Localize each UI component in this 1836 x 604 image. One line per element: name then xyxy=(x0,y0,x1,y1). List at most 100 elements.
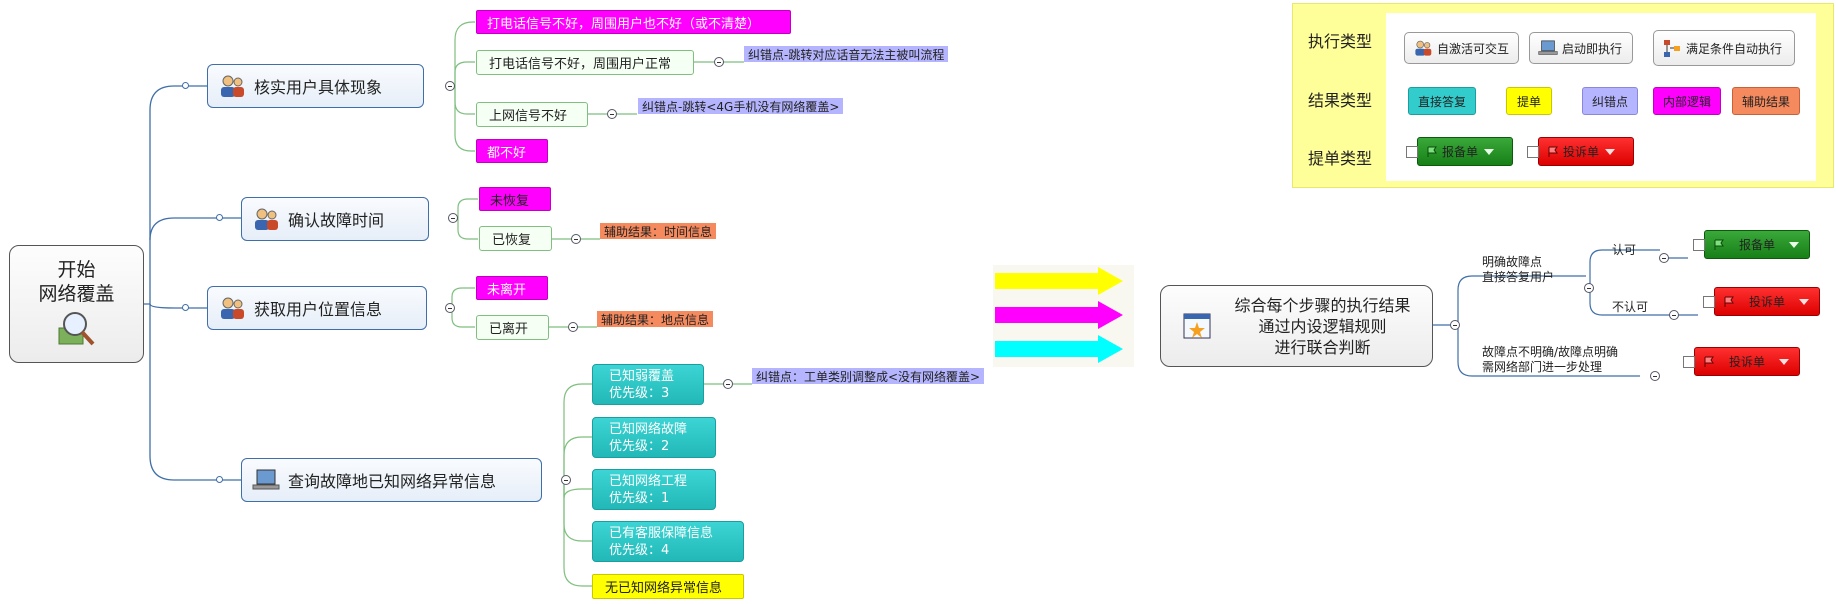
legend-ticket-report[interactable]: 报备单 xyxy=(1406,137,1513,166)
legend-result-ticket: 提单 xyxy=(1506,87,1552,115)
reject-label: 不认可 xyxy=(1612,300,1649,314)
collapse-toggle[interactable] xyxy=(1669,310,1679,320)
red-flag-icon xyxy=(1724,296,1734,307)
item-text: 已知网络故障 xyxy=(609,421,688,437)
legend-text: 纠错点 xyxy=(1591,94,1628,109)
dropdown-arrow-icon[interactable] xyxy=(1799,298,1810,305)
legend-exec-label: 执行类型 xyxy=(1308,32,1373,51)
branch-user-location[interactable]: 获取用户位置信息 xyxy=(207,286,427,330)
branch-title: 查询故障地已知网络异常信息 xyxy=(288,472,497,491)
legend-exec-conditional[interactable]: 满足条件自动执行 xyxy=(1653,30,1795,66)
dropdown-arrow-icon[interactable] xyxy=(1779,358,1790,365)
red-flag-icon xyxy=(1548,146,1558,157)
collapse-toggle[interactable] xyxy=(561,475,571,485)
ticket-text: 投诉单 xyxy=(1729,355,1766,369)
item-service-guarantee[interactable]: 已有客服保障信息 优先级：4 xyxy=(592,521,744,562)
branch-title: 获取用户位置信息 xyxy=(254,300,383,319)
star-window-icon xyxy=(1183,313,1211,339)
label-line: 直接答复用户 xyxy=(1482,270,1555,284)
collapse-toggle[interactable] xyxy=(1650,371,1660,381)
item-text: 未离开 xyxy=(487,282,527,298)
ticket-checkbox[interactable] xyxy=(1693,238,1705,251)
report-ticket-accept[interactable]: 报备单 xyxy=(1693,230,1810,259)
complaint-ticket-further[interactable]: 投诉单 xyxy=(1683,347,1800,376)
complaint-ticket-reject[interactable]: 投诉单 xyxy=(1703,287,1820,316)
auxiliary-label: 辅助结果：时间信息 xyxy=(600,223,717,239)
dropdown-arrow-icon[interactable] xyxy=(1605,148,1616,155)
combined-judgment-node[interactable]: 综合每个步骤的执行结果 通过内设逻辑规则 进行联合判断 xyxy=(1160,285,1433,367)
item-data-bad[interactable]: 上网信号不好 xyxy=(476,102,588,127)
legend-text: 直接答复 xyxy=(1417,94,1466,109)
dropdown-arrow-icon[interactable] xyxy=(1789,241,1800,248)
item-text: 已知网络工程 xyxy=(609,473,688,489)
root-subtitle: 网络覆盖 xyxy=(38,283,115,305)
branch-known-network-issues[interactable]: 查询故障地已知网络异常信息 xyxy=(241,458,542,502)
legend-result-label: 结果类型 xyxy=(1308,91,1373,110)
priority-text: 优先级：4 xyxy=(609,542,670,558)
item-weak-coverage[interactable]: 已知弱覆盖 优先级：3 xyxy=(592,364,704,405)
item-text: 打电话信号不好，周围用户也不好（或不清楚） xyxy=(487,16,761,32)
branch-dot xyxy=(216,214,223,221)
item-no-known-issue[interactable]: 无已知网络异常信息 xyxy=(592,574,744,599)
branch-fault-time[interactable]: 确认故障时间 xyxy=(241,197,429,241)
legend-result-correction: 纠错点 xyxy=(1582,87,1638,115)
branch-dot xyxy=(182,304,189,311)
branch-verify-symptom[interactable]: 核实用户具体现象 xyxy=(207,64,424,108)
item-not-recovered[interactable]: 未恢复 xyxy=(479,187,551,211)
priority-text: 优先级：1 xyxy=(609,490,670,506)
interactive-user-icon xyxy=(221,75,244,97)
collapse-toggle[interactable] xyxy=(723,379,733,389)
legend-result-auxiliary: 辅助结果 xyxy=(1732,87,1800,115)
legend-panel: 执行类型 结果类型 提单类型 自激活可交互 启动即执行 满足条件自动执行 直接答… xyxy=(1292,3,1834,188)
ticket-checkbox[interactable] xyxy=(1703,295,1715,308)
branch-dot xyxy=(216,476,223,483)
item-all-bad[interactable]: 都不好 xyxy=(476,139,548,163)
flowchart-icon xyxy=(1664,40,1680,57)
collapse-toggle[interactable] xyxy=(448,213,458,223)
collapse-toggle[interactable] xyxy=(445,303,455,313)
item-recovered[interactable]: 已恢复 xyxy=(479,226,552,251)
ticket-checkbox[interactable] xyxy=(1683,355,1695,368)
ticket-checkbox[interactable] xyxy=(1406,145,1418,158)
item-left[interactable]: 已离开 xyxy=(476,315,549,340)
legend-exec-interactive[interactable]: 自激活可交互 xyxy=(1404,32,1519,64)
collapse-toggle[interactable] xyxy=(1450,320,1460,330)
item-text: 已有客服保障信息 xyxy=(609,525,714,541)
legend-ticket-complaint[interactable]: 投诉单 xyxy=(1527,137,1634,166)
root-node[interactable]: 开始 网络覆盖 xyxy=(9,245,144,363)
combine-line-3: 进行联合判断 xyxy=(1274,337,1371,357)
legend-text: 辅助结果 xyxy=(1741,94,1790,109)
red-flag-icon xyxy=(1704,356,1714,367)
correction-label: 纠错点-跳转<4G手机没有网络覆盖> xyxy=(638,98,844,114)
branch-title: 核实用户具体现象 xyxy=(254,78,383,97)
item-not-left[interactable]: 未离开 xyxy=(476,276,548,300)
dropdown-arrow-icon[interactable] xyxy=(1484,148,1495,155)
collapse-toggle[interactable] xyxy=(1659,253,1669,263)
combine-line-1: 综合每个步骤的执行结果 xyxy=(1234,295,1411,315)
priority-text: 优先级：3 xyxy=(609,385,670,401)
item-text: 未恢复 xyxy=(490,193,530,209)
collapse-toggle[interactable] xyxy=(571,234,581,244)
collapse-toggle[interactable] xyxy=(714,57,724,67)
combine-line-2: 通过内设逻辑规则 xyxy=(1258,316,1387,336)
item-text: 无已知网络异常信息 xyxy=(605,581,723,596)
collapse-toggle[interactable] xyxy=(568,322,578,332)
collapse-toggle[interactable] xyxy=(445,81,455,91)
item-text: 已离开 xyxy=(489,322,529,337)
collapse-toggle[interactable] xyxy=(607,109,617,119)
item-call-bad-others-ok[interactable]: 打电话信号不好，周围用户正常 xyxy=(476,50,694,75)
ticket-checkbox[interactable] xyxy=(1527,145,1539,158)
green-flag-icon xyxy=(1427,146,1437,157)
item-network-fault[interactable]: 已知网络故障 优先级：2 xyxy=(592,417,716,458)
legend-result-internal-logic: 内部逻辑 xyxy=(1653,87,1721,115)
label-text: 辅助结果：地点信息 xyxy=(601,312,710,327)
collapse-toggle[interactable] xyxy=(1584,283,1594,293)
item-network-project[interactable]: 已知网络工程 优先级：1 xyxy=(592,469,716,510)
legend-result-direct-reply: 直接答复 xyxy=(1408,87,1476,115)
legend-exec-immediate[interactable]: 启动即执行 xyxy=(1529,32,1633,64)
legend-text: 自激活可交互 xyxy=(1437,41,1510,56)
correction-label: 纠错点：工单类别调整成<没有网络覆盖> xyxy=(752,368,985,384)
legend-text: 提单 xyxy=(1516,94,1541,109)
green-flag-icon xyxy=(1714,239,1724,250)
item-call-bad-all[interactable]: 打电话信号不好，周围用户也不好（或不清楚） xyxy=(476,10,791,34)
